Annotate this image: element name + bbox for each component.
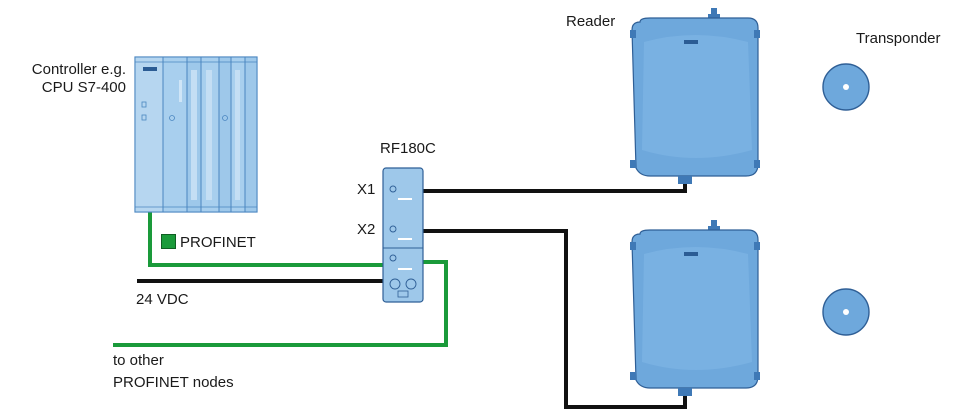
cables (113, 184, 687, 409)
x2-cable (422, 229, 687, 409)
profinet-legend: PROFINET (161, 234, 256, 252)
rf180c-label: RF180C (380, 140, 436, 157)
reader-icon (630, 8, 760, 184)
transponder-label: Transponder (856, 30, 941, 47)
other-nodes-label-line1: to other (113, 352, 164, 369)
x2-port-label: X2 (357, 221, 376, 238)
reader-icon (630, 220, 760, 396)
controller-label-line1: Controller e.g. (31, 61, 126, 78)
controller-label-line2: CPU S7-400 (41, 79, 126, 96)
power-label: 24 VDC (136, 291, 189, 308)
profinet-legend-icon (161, 234, 176, 249)
rf180c-module-icon (382, 167, 424, 303)
controller-label: Controller e.g. CPU S7-400 (4, 61, 126, 97)
transponder-icon (822, 288, 870, 336)
profinet-legend-label: PROFINET (180, 234, 256, 251)
x1-cable (422, 184, 687, 193)
other-nodes-label: to other PROFINET nodes (113, 352, 234, 392)
other-nodes-label-line2: PROFINET nodes (113, 374, 234, 391)
profinet-cable-other-nodes (113, 260, 448, 347)
reader-label: Reader (566, 13, 616, 30)
transponder-icon (822, 63, 870, 111)
x1-port-label: X1 (357, 181, 376, 198)
controller-rack-icon (134, 56, 258, 213)
profinet-cable-controller (148, 212, 383, 267)
